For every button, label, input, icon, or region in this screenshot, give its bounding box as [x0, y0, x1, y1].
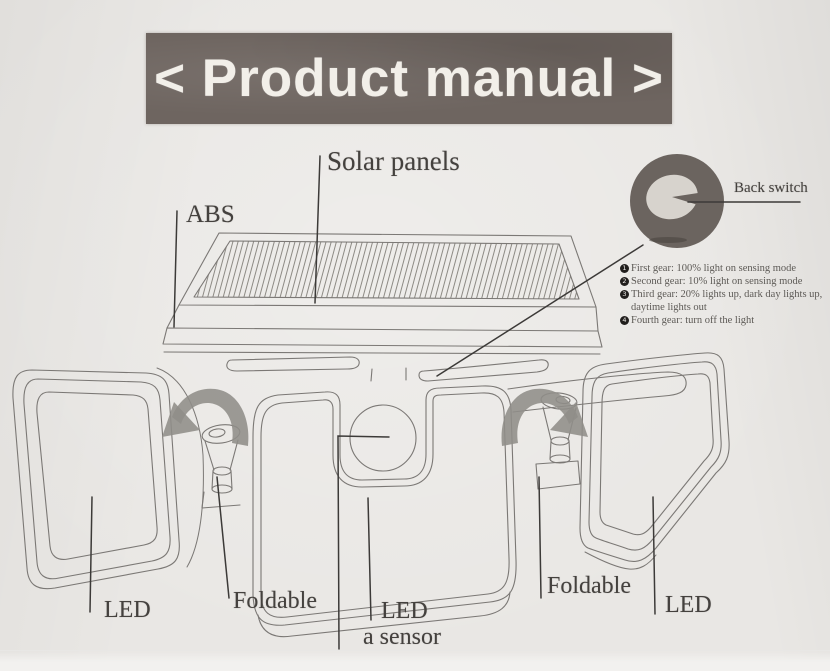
fold-arrow-right-icon [501, 388, 588, 446]
label-solar-panels: Solar panels [327, 146, 460, 176]
gear-instruction-row: 4 Fourth gear: turn off the light [620, 314, 830, 327]
mounting-bracket-drawing [226, 356, 549, 382]
gear-bullet-2: 2 [620, 277, 629, 286]
gear-instruction-row: 2 Second gear: 10% light on sensing mode [620, 275, 830, 288]
label-back-switch: Back switch [734, 180, 808, 196]
abs-pointer [173, 210, 178, 328]
gear-instruction-row: 3 Third gear: 20% lights up, dark day li… [620, 288, 830, 314]
solar-panel-drawing [162, 232, 603, 355]
page-title: < Product manual > [154, 49, 664, 108]
gear-bullet-4: 4 [620, 316, 629, 325]
right-led-panel-drawing [579, 352, 730, 570]
label-abs: ABS [186, 201, 235, 228]
back-switch-location-pointer [436, 244, 644, 377]
label-led-right: LED [665, 592, 712, 618]
gear-instruction-row: 1 First gear: 100% light on sensing mode [620, 262, 830, 275]
foldable-right-pointer [538, 476, 542, 599]
led-right-pointer [652, 496, 656, 615]
callout-pointer-lines [89, 155, 801, 650]
gear-text-4: Fourth gear: turn off the light [631, 315, 755, 326]
back-switch-photo [630, 154, 724, 248]
right-hinge-arm-drawing [507, 371, 687, 413]
gear-text-2: Second gear: 10% light on sensing mode [631, 276, 803, 287]
solar-panels-pointer [314, 155, 321, 304]
label-led-left: LED [104, 597, 151, 623]
sensor-pointer [337, 435, 390, 650]
fold-arrow-left-icon [162, 388, 249, 446]
motion-sensor-drawing [349, 404, 417, 472]
label-led-center: LED [381, 598, 428, 624]
label-foldable-right: Foldable [547, 573, 631, 599]
label-sensor: a sensor [363, 624, 441, 650]
foldable-left-pointer [216, 476, 230, 599]
gear-bullet-3: 3 [620, 290, 629, 299]
title-banner: < Product manual > [146, 33, 672, 124]
gear-text-1: First gear: 100% light on sensing mode [631, 263, 797, 274]
led-left-pointer [89, 496, 93, 613]
gear-instructions: 1 First gear: 100% light on sensing mode… [620, 262, 830, 327]
center-body-drawing [252, 385, 517, 638]
label-foldable-left: Foldable [233, 588, 317, 614]
led-center-pointer [367, 497, 372, 621]
gear-bullet-1: 1 [620, 264, 629, 273]
left-led-panel-drawing [12, 367, 204, 590]
gear-text-3: Third gear: 20% lights up, dark day ligh… [631, 289, 823, 313]
